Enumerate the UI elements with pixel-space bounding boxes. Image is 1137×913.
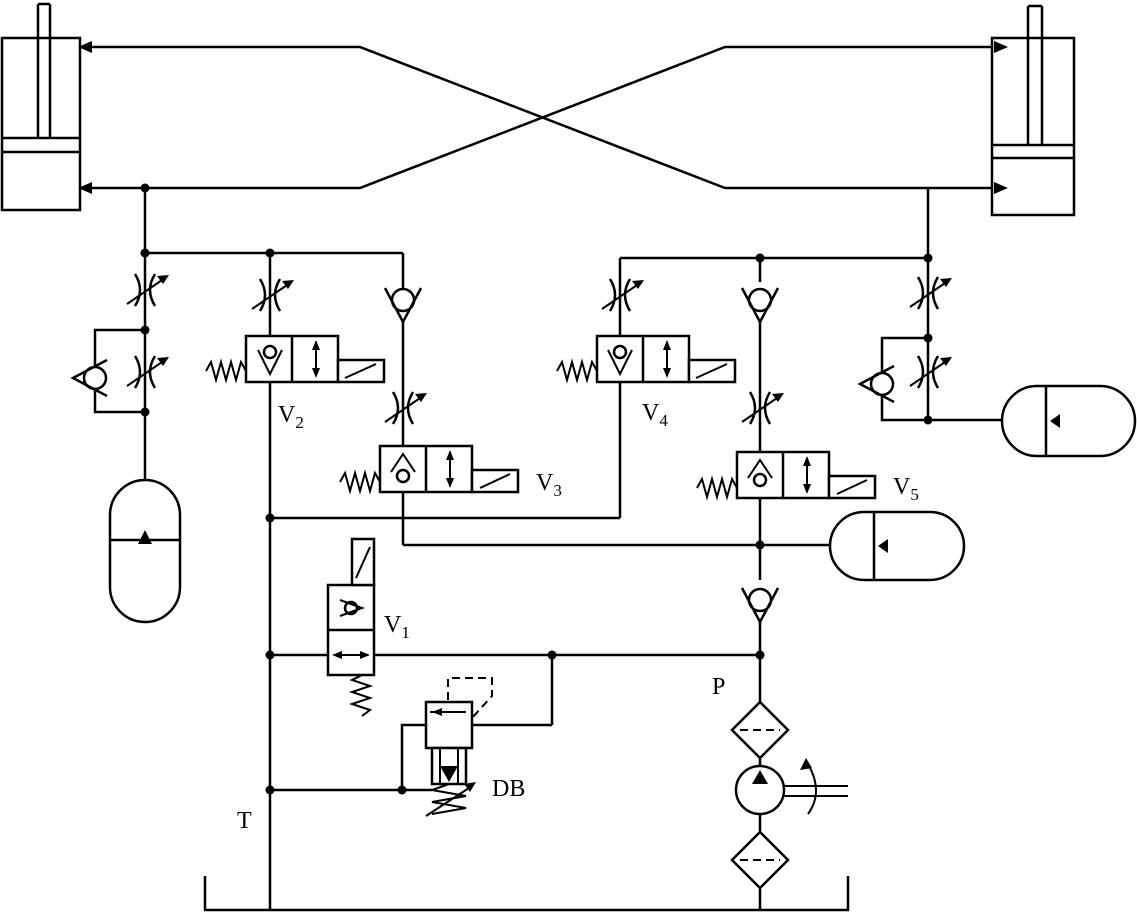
valve-v5 [696,450,877,500]
label-v1: V1 [384,612,410,642]
label-v3: V3 [536,470,562,500]
right-branch [858,188,1137,458]
cross-lines [78,41,1008,194]
label-db: DB [492,776,525,802]
throttle-valve [908,354,954,390]
v4-column [556,253,933,384]
valve-v3 [339,444,520,494]
left-branch [71,183,405,624]
label-v4: V4 [642,400,668,430]
filter-upper [730,700,790,760]
accumulator-left [108,478,182,624]
check-valve [383,286,423,324]
throttle-valve [125,354,171,390]
accumulator-middle [828,510,966,582]
left-cylinder [0,2,82,212]
v2-column [205,253,386,910]
v5-column [696,258,966,910]
valve-v2 [205,334,386,384]
pump [734,758,848,816]
check-valve [858,364,896,404]
filter-lower [730,830,790,890]
valve-v1 [265,537,765,717]
relief-valve-db [265,655,554,817]
throttle-valve [383,390,429,426]
check-valve [71,358,109,398]
throttle-valve [740,390,786,426]
throttle-valve [600,277,646,313]
check-valve [740,586,780,624]
right-cylinder [990,4,1076,217]
tank [203,876,850,912]
throttle-valve [908,275,954,311]
valve-v4 [556,334,737,384]
label-t: T [237,808,252,834]
v3-column [339,286,830,547]
throttle-valve [250,277,296,313]
label-v2: V2 [278,402,304,432]
accumulator-right [1000,384,1137,458]
check-valve [740,286,780,324]
throttle-valve [125,272,171,308]
label-p: P [712,674,725,700]
label-v5: V5 [893,474,919,504]
